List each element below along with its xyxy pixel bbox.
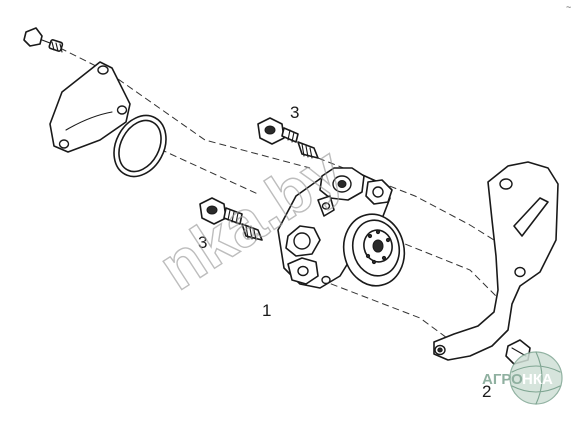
callout-bolt-left: 3 [198,233,207,252]
callout-bolt-top: 3 [290,103,299,122]
mounting-bracket [433,161,559,365]
cover-plate [49,61,131,153]
callout-pump: 1 [262,301,271,320]
small-bolt-top-left [23,27,64,53]
logo-text-right: НКА [522,371,553,388]
corner-mark: ~ [566,2,571,12]
callout-bracket: 2 [482,382,491,401]
brand-logo: АГРО НКА [482,351,563,405]
callout-labels: 1 2 3 3 [198,103,491,401]
logo-text-left: АГРО [482,371,523,388]
pump-assembly [277,167,406,289]
logo-globe-lines-icon [511,351,561,405]
bolt-lower-left [199,197,263,241]
o-ring-seal [113,114,167,178]
bolt-upper [257,117,319,159]
